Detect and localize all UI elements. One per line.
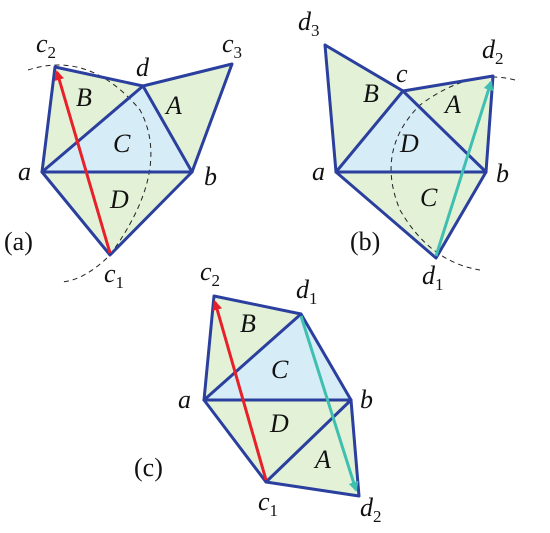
vertex-label-d1: d1 [422, 261, 444, 294]
red-arrow [54, 70, 112, 254]
face-b-region [42, 67, 143, 172]
vertex-label-d1: d1 [296, 275, 318, 308]
edge-a-d [40, 84, 145, 174]
red-arrow [212, 300, 268, 481]
vertex-label-d3: d3 [298, 7, 320, 40]
edge-d-b [141, 84, 194, 174]
face-label-a: A [164, 91, 182, 120]
face-d-region [42, 172, 192, 255]
face-b-region [325, 45, 403, 172]
panel-tag-a: (a) [4, 227, 33, 256]
face-label-d: D [109, 185, 129, 214]
edge-c-b [401, 89, 488, 174]
face-label-c: C [420, 183, 438, 212]
panel-b: B A D C d3 c d2 a b d1 (b) [298, 7, 516, 294]
vertex-label-c2: c2 [36, 29, 56, 62]
face-b-region [204, 296, 301, 400]
vertex-label-d: d [136, 53, 150, 82]
face-d-region [336, 91, 486, 172]
face-label-a: A [443, 90, 461, 119]
vertex-label-a: a [18, 157, 31, 186]
face-label-b: B [76, 83, 92, 112]
face-label-d: D [269, 409, 289, 438]
vertex-label-c1: c1 [258, 487, 278, 520]
face-label-b: B [240, 309, 256, 338]
face-d-region [204, 400, 351, 482]
dashed-arc [27, 64, 152, 283]
panel-tag-c: (c) [134, 453, 163, 482]
teal-arrow [434, 80, 494, 257]
vertex-label-b: b [496, 159, 509, 188]
face-a-region [143, 64, 232, 172]
face-label-c: C [113, 129, 131, 158]
vertex-label-d2: d2 [482, 35, 504, 68]
vertex-label-c: c [396, 59, 408, 88]
vertex-label-d2: d2 [360, 493, 382, 526]
vertex-label-b: b [360, 385, 373, 414]
panel-c: B C D A c2 d1 a b c1 d2 (c) [134, 257, 382, 526]
teal-arrow [299, 315, 359, 492]
panel-tag-b: (b) [350, 227, 380, 256]
face-label-c: C [271, 355, 289, 384]
edge-a-c [334, 89, 405, 174]
face-label-d: D [399, 129, 419, 158]
face-label-b: B [363, 79, 379, 108]
vertex-label-b: b [204, 162, 217, 191]
edge-a-d1 [202, 312, 303, 402]
panel-a: B A C D c2 d c3 a b c1 (a) [4, 29, 242, 292]
face-c-region [204, 314, 351, 400]
vertex-label-c3: c3 [222, 29, 242, 62]
vertex-label-a: a [178, 385, 191, 414]
vertex-label-c2: c2 [200, 257, 220, 290]
face-label-a: A [313, 445, 331, 474]
edge-b-c1 [264, 398, 353, 484]
vertex-label-c1: c1 [104, 259, 124, 292]
vertex-label-a: a [312, 157, 325, 186]
